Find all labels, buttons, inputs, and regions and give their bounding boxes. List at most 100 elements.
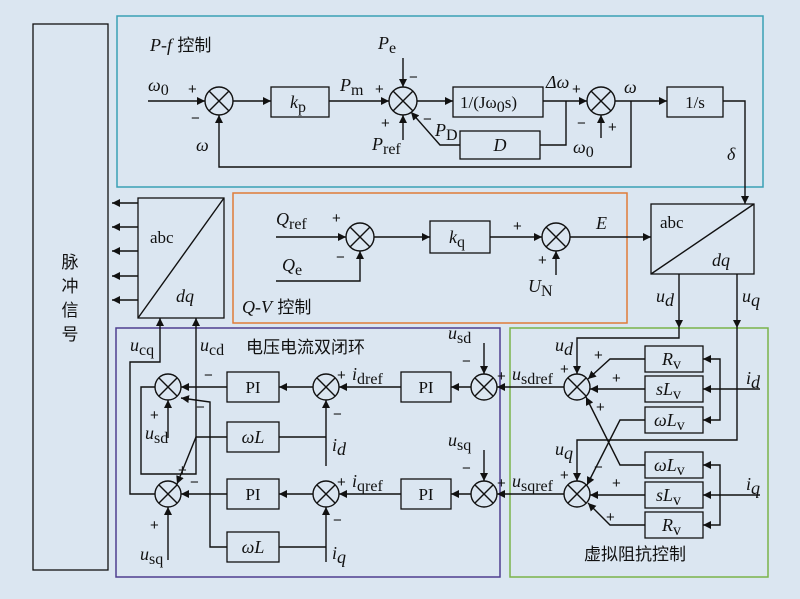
- uq-label: uq: [742, 286, 760, 310]
- wl-label: ωL: [242, 427, 265, 447]
- pf-control-region: [116, 15, 764, 188]
- sign: −: [423, 111, 432, 128]
- damping-block: [459, 130, 541, 160]
- kp-block: [270, 86, 330, 118]
- qref-label: Qref: [276, 209, 307, 233]
- pf-sum-2: [388, 86, 418, 116]
- sign: −: [577, 115, 586, 132]
- iq-input-label: iq: [746, 474, 760, 498]
- pi-label: PI: [418, 485, 433, 504]
- sign: +: [612, 475, 621, 492]
- e-label: E: [595, 213, 607, 233]
- usq-label: usq: [448, 430, 471, 454]
- kp-label: kp: [290, 92, 306, 116]
- rv-q-label: Rv: [661, 515, 681, 539]
- sign: −: [333, 406, 342, 423]
- qv-sum-1: [345, 222, 375, 252]
- sign: +: [560, 467, 569, 484]
- pulse-label-2: 冲: [62, 277, 79, 297]
- qv-control-region: [232, 192, 628, 324]
- slv-d-label: sLv: [656, 379, 681, 403]
- pi-label: PI: [245, 378, 260, 397]
- sign: +: [513, 218, 522, 235]
- sign: +: [188, 81, 197, 98]
- sign: −: [190, 474, 199, 491]
- pe-label: Pe: [377, 33, 396, 57]
- sign: −: [409, 69, 418, 86]
- sign: +: [497, 475, 506, 492]
- ud-label: ud: [656, 286, 675, 310]
- pm-label: Pm: [339, 75, 364, 99]
- rv-q-block: [644, 511, 704, 539]
- sign: −: [333, 512, 342, 529]
- sign: −: [462, 460, 471, 477]
- vc-sum-d-outer: [470, 373, 498, 401]
- vc-sum-d-out: [154, 373, 182, 401]
- voltage-current-loop-region: [115, 327, 501, 578]
- dq-to-abc-dq: dq: [176, 286, 194, 306]
- sign: −: [191, 110, 200, 127]
- usd-ff-label: usd: [145, 423, 168, 447]
- ucq-label: ucq: [130, 335, 154, 359]
- domega-label: Δω: [545, 72, 569, 92]
- wlv-d-label: ωLv: [654, 410, 685, 434]
- usqref-label: usqref: [512, 471, 554, 495]
- sign: −: [594, 459, 603, 476]
- sign: +: [594, 347, 603, 364]
- pi-q-outer: [400, 478, 452, 510]
- qe-label: Qe: [282, 255, 302, 279]
- dq-to-abc-abc: abc: [150, 228, 174, 247]
- sign: +: [572, 81, 581, 98]
- pulse-signal-block: [32, 23, 109, 571]
- damping-label: D: [493, 135, 507, 155]
- vi-title: 虚拟阻抗控制: [584, 545, 686, 565]
- vc-sum-q-out: [154, 480, 182, 508]
- sign: −: [336, 249, 345, 266]
- vi-uq-label: uq: [555, 439, 573, 463]
- qv-title: Q-V 控制: [242, 297, 311, 318]
- wlv-q-label: ωLv: [654, 455, 685, 479]
- sign: −: [462, 353, 471, 370]
- omega0-fb-label: ω0: [573, 137, 594, 161]
- un-label: UN: [528, 276, 553, 300]
- sign: +: [608, 119, 617, 136]
- kq-label: kq: [449, 227, 465, 251]
- pf-title: P-f 控制: [149, 35, 211, 56]
- wl-label: ωL: [242, 537, 265, 557]
- rv-d-label: Rv: [661, 349, 681, 373]
- id-input-label: id: [746, 368, 761, 392]
- idref-label: idref: [352, 364, 383, 388]
- pulse-label-4: 号: [62, 325, 79, 345]
- usq-ff-label: usq: [140, 544, 163, 568]
- sign: +: [612, 370, 621, 387]
- pf-sum-3: [586, 86, 616, 116]
- slv-q-label: sLv: [656, 485, 681, 509]
- sign: +: [497, 368, 506, 385]
- sign: +: [381, 115, 390, 132]
- virtual-impedance-region: [509, 327, 769, 578]
- inertia-label: 1/(Jω0s): [460, 93, 517, 116]
- sign: +: [150, 517, 159, 534]
- integrator-label: 1/s: [685, 93, 705, 112]
- sign: +: [560, 361, 569, 378]
- kq-block: [429, 220, 491, 254]
- iqref-label: iqref: [352, 471, 383, 495]
- vc-sum-q-outer: [470, 480, 498, 508]
- delta-label: δ: [727, 144, 736, 164]
- pi-label: PI: [245, 485, 260, 504]
- vi-sum-q: [563, 480, 591, 508]
- wl-d-block: [226, 421, 280, 453]
- abc-to-dq-dq: dq: [712, 250, 730, 270]
- pd-label: PD: [434, 120, 458, 144]
- usd-label: usd: [448, 323, 471, 347]
- sign: +: [337, 367, 346, 384]
- omega-label: ω: [624, 77, 637, 97]
- inertia-block: [452, 86, 544, 118]
- sign: +: [538, 252, 547, 269]
- sign: +: [150, 407, 159, 424]
- sign: +: [178, 462, 187, 479]
- ucd-label: ucd: [200, 335, 224, 359]
- sign: +: [337, 474, 346, 491]
- omega0-label: ω0: [148, 75, 169, 99]
